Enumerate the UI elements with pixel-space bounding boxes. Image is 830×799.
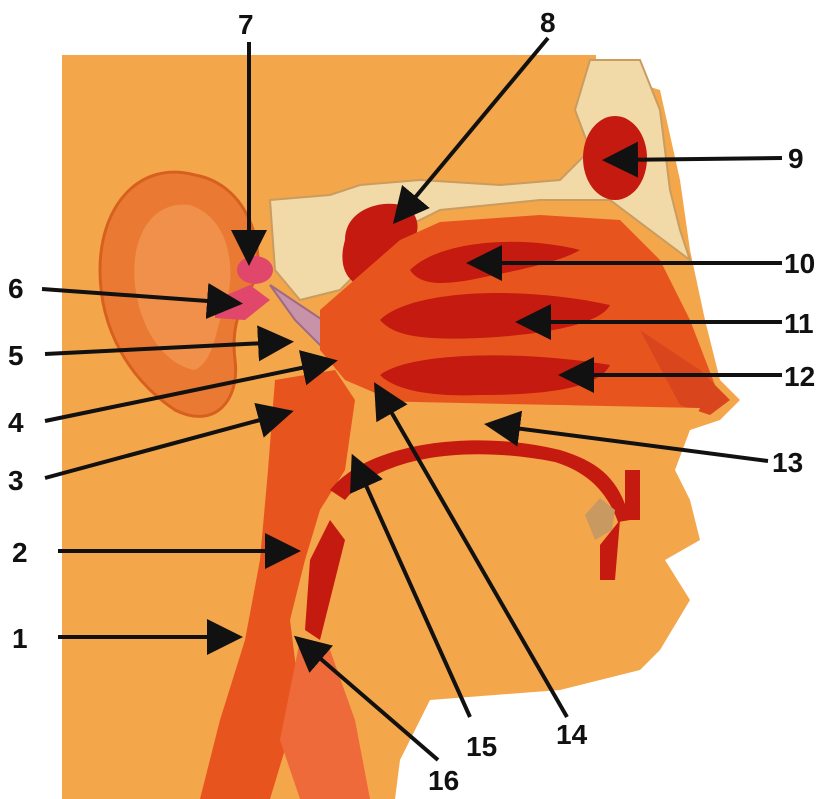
label-9: 9	[788, 143, 804, 174]
label-5: 5	[8, 340, 24, 371]
upper-lip	[625, 470, 640, 520]
label-1: 1	[12, 623, 28, 654]
label-16: 16	[428, 765, 459, 796]
label-4: 4	[8, 407, 24, 438]
label-6: 6	[8, 273, 24, 304]
label-3: 3	[8, 465, 24, 496]
middle-ear-ossicles	[237, 256, 273, 284]
label-2: 2	[12, 537, 28, 568]
label-8: 8	[540, 7, 556, 38]
label-15: 15	[466, 731, 497, 762]
label-14: 14	[556, 719, 588, 750]
label-13: 13	[772, 447, 803, 478]
leader-9	[610, 158, 782, 160]
label-7: 7	[238, 9, 254, 40]
label-12: 12	[784, 361, 815, 392]
label-11: 11	[784, 308, 814, 339]
label-10: 10	[784, 248, 815, 279]
